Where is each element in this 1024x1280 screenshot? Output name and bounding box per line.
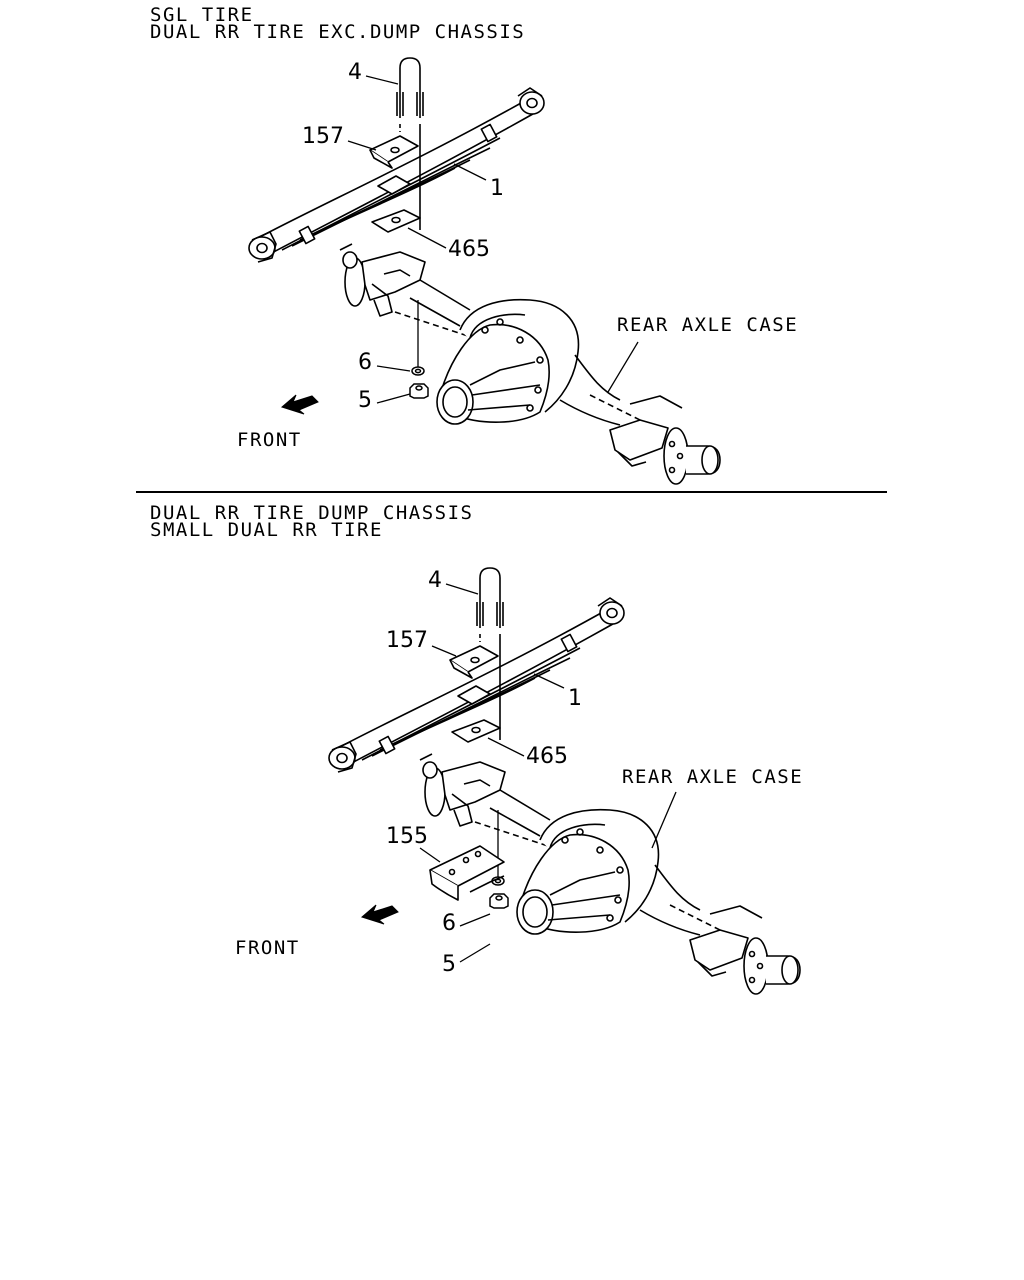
bottom-callout-5[interactable]: 5 [442, 952, 456, 977]
top-assembly [248, 57, 721, 485]
bottom-callout-1[interactable]: 1 [568, 686, 582, 711]
top-heading-line1: SGL TIRE [150, 4, 254, 26]
top-callout-1[interactable]: 1 [490, 176, 504, 201]
top-callout-5[interactable]: 5 [358, 388, 372, 413]
top-rear-axle-label: REAR AXLE CASE [617, 314, 799, 336]
bottom-leaders [420, 584, 676, 962]
bottom-callout-6[interactable]: 6 [442, 911, 456, 936]
bottom-assembly [328, 567, 801, 995]
top-callout-4[interactable]: 4 [348, 60, 362, 85]
bottom-callout-465[interactable]: 465 [526, 744, 568, 769]
bottom-callout-157[interactable]: 157 [386, 628, 428, 653]
bottom-front-label: FRONT [235, 937, 300, 959]
bottom-rear-axle-label: REAR AXLE CASE [622, 766, 804, 788]
bottom-callout-155[interactable]: 155 [386, 824, 428, 849]
top-leaders [348, 76, 638, 403]
bottom-callout-4[interactable]: 4 [428, 568, 442, 593]
bracket-155 [430, 846, 504, 900]
top-callout-6[interactable]: 6 [358, 350, 372, 375]
top-heading-line2: DUAL RR TIRE EXC.DUMP CHASSIS [150, 21, 526, 43]
bottom-heading-line2: SMALL DUAL RR TIRE [150, 519, 383, 541]
top-callout-157[interactable]: 157 [302, 124, 344, 149]
top-callout-465[interactable]: 465 [448, 237, 490, 262]
top-front-label: FRONT [237, 429, 302, 451]
bottom-heading-line1: DUAL RR TIRE DUMP CHASSIS [150, 502, 474, 524]
